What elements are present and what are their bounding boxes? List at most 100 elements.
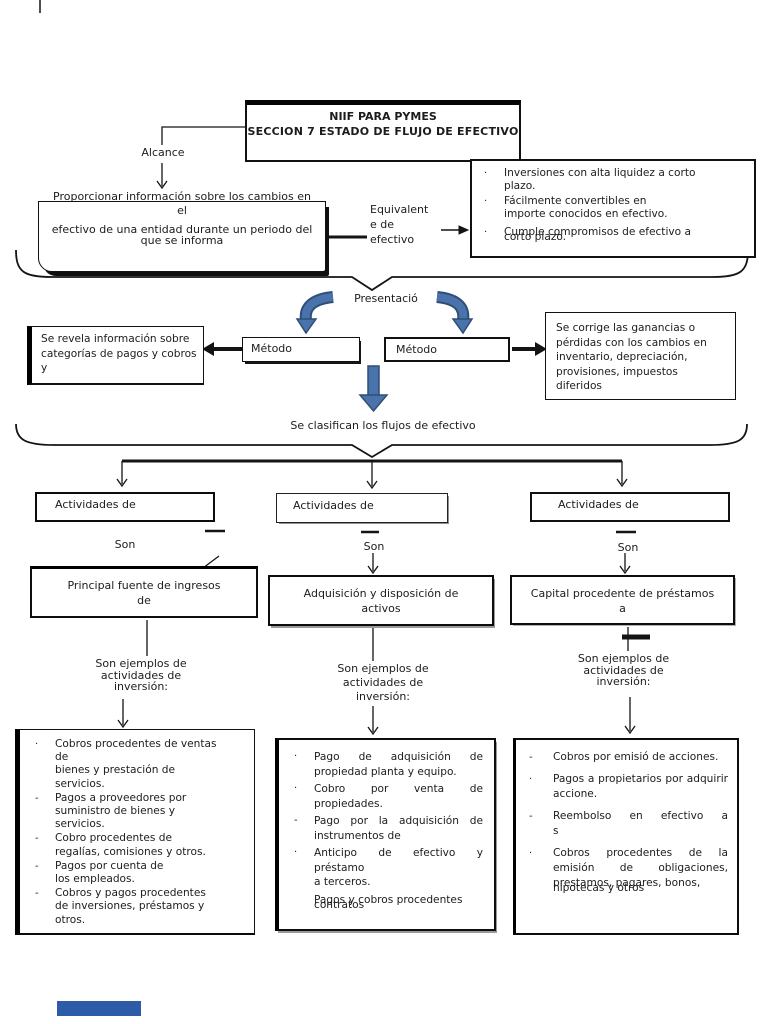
right-arrowhead-icon [535,342,547,356]
text-line: inventario, depreciación, [556,351,688,364]
down-arrowhead-icon [116,478,128,488]
down-arrowhead-icon [156,180,168,190]
text-line: inversión: [355,690,411,703]
down-arrowhead-icon [619,565,631,575]
text-line: Son ejemplos de [95,657,187,670]
text-line: categorías de pagos y cobros [41,347,197,360]
bullet-marker-icon: · [35,739,39,750]
text-line: e de [370,218,395,231]
title-to-alcance-connector [161,126,245,145]
text-line: inversión: [113,680,169,693]
activities-box-middle: Actividades de [276,493,448,523]
bullet-marker-icon: · [294,847,298,858]
left-arrowhead-icon [202,342,214,356]
method-box-left: Método [242,337,360,362]
bullet-marker-icon: - [35,833,39,845]
text-line: Son ejemplos de [577,652,670,665]
text-line: Principal fuente de ingresos [67,579,221,592]
blue-down-arrow [358,365,389,413]
bullet-marker-icon: · [529,848,533,859]
text-line: actividades de [583,663,664,677]
list-item: · Pagos a propietarios por adquirir accio… [527,772,728,802]
method-right-label: Método [396,343,438,356]
text-line: Adquisición y disposición de [303,587,459,600]
bullet-marker-icon: · [294,783,298,794]
list-item-text: Pago por la adquisición de instrumentos … [314,815,483,842]
text-line: Equivalent [370,203,429,216]
text-line: actividades de [100,668,182,682]
lower-brace [15,423,748,459]
activities-label: Actividades de [293,499,374,512]
list-item: ·Cobros procedentes de la emisión de obl… [527,846,728,896]
bullet-marker-icon: · [484,227,488,238]
list-item-text: Pago de adquisición de propiedad planta … [314,751,483,778]
list-item-text: Pagos a propietarios por adquirir accion… [553,773,728,800]
method-box-right: Método [384,337,510,362]
bullet-marker-icon: - [529,811,533,822]
bullet-marker-icon: · [529,774,533,785]
list-item-text: Cobros por emisió de acciones. [553,751,719,763]
text-line: a [619,602,626,615]
right-arrowhead-icon [458,225,470,235]
bullet-marker-icon [292,893,314,913]
bullet-marker-icon: · [484,196,488,207]
text-line: pérdidas con los cambios en [556,336,707,349]
son-label-middle: Son [363,540,385,553]
blue-curved-arrow-right [436,291,474,335]
text-line: efectivo [370,233,415,246]
down-arrowhead-icon [367,565,379,575]
text-line: Se revela información sobre [41,333,190,345]
bullet-marker-icon: - [294,815,298,826]
activities-label: Actividades de [55,498,136,511]
list-item: · Pago de adquisición de propiedad planta… [292,750,483,779]
text-line: Son ejemplos de [337,662,429,675]
title-line1: NIIF PARA PYMES [329,110,437,123]
method-left-label: Método [251,342,293,355]
upper-brace [15,249,749,292]
examples-box-middle: · Pago de adquisición de propiedad planta… [275,738,496,931]
direct-method-note-box: Se revela información sobre categorías de… [27,326,204,385]
text-line: efectivo de una entidad durante un perio… [51,223,313,236]
bullet-marker-icon: - [35,860,39,872]
down-arrowhead-icon [117,719,129,729]
examples-box-right: - Cobros por emisió de acciones. · Pagos a … [513,738,739,935]
text-line: y [41,362,48,374]
scope-text: Proporcionar información sobre los cambi… [39,190,325,248]
bullet-marker-icon: - [35,888,39,900]
overlapping-text: hipotecas y otros [553,882,645,894]
scope-box: Proporcionar información sobre los cambi… [38,190,326,272]
presentation-label: Presentació [354,292,418,305]
definition-box-left: Principal fuente de ingresos de [30,566,258,618]
activities-label: Actividades de [558,498,639,511]
bullet-marker-icon: · [294,751,298,762]
down-arrowhead-icon [367,726,379,736]
title-line2: SECCION 7 ESTADO DE FLUJO DE EFECTIVO [247,125,519,138]
down-arrowhead-icon [366,480,378,490]
text-line: de [137,594,151,607]
bullet-marker-icon: · [484,168,488,179]
down-arrowhead-icon [624,725,636,735]
footer-accent-bar [57,1001,141,1016]
